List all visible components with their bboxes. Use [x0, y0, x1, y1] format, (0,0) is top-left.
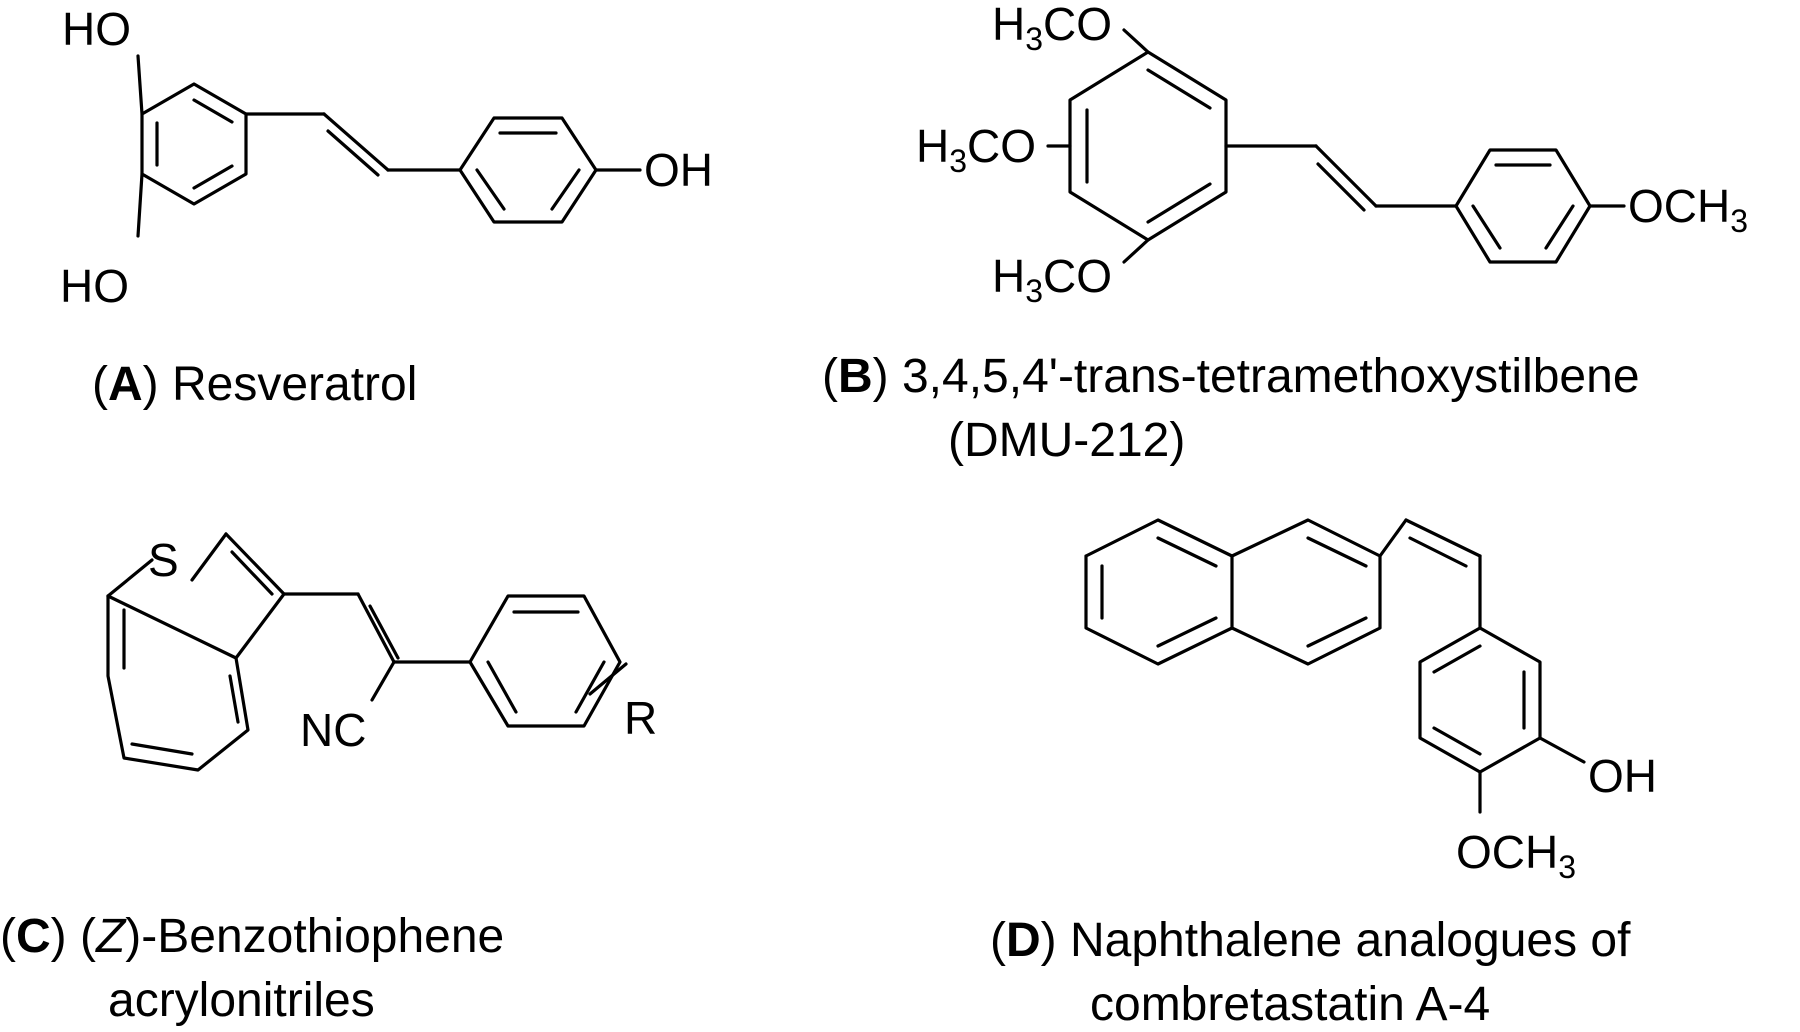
panel-b-ring-2-double-2 — [1544, 204, 1575, 250]
panel-d-naphthalene-ring-2 — [1230, 518, 1382, 666]
panel-d-vinyl-2 — [1404, 518, 1482, 558]
panel-c-thiophene-s-c7a — [106, 558, 154, 598]
panel-d-vinyl-2-double — [1408, 536, 1468, 568]
panel-c-thiophene-c2-c3-double — [230, 550, 274, 596]
panel-b-bonds — [1046, 28, 1626, 264]
panel-b-vinyl-2 — [1314, 144, 1378, 208]
panel-d-bonds — [1084, 518, 1586, 814]
panel-a-oh-bond-bottom — [136, 172, 144, 238]
panel-b-ring-2-double-3 — [1471, 204, 1502, 250]
panel-c-vinyl-2-double — [368, 604, 400, 660]
panel-a-atom-oh-right: OH — [644, 144, 713, 196]
panel-d-naphthalene-ring-1 — [1084, 518, 1234, 666]
panel-a-bonds — [136, 54, 642, 238]
panel-c-atom-s: S — [148, 534, 179, 586]
panel-c-thiophene-c2-c3 — [224, 532, 286, 596]
panel-d-ring-2-double-1 — [1306, 536, 1368, 568]
panel-c-phenyl-double-3 — [486, 660, 518, 714]
panel-d-aryl-double-3 — [1432, 644, 1482, 674]
panel-d-vinyl-1 — [1378, 518, 1408, 558]
panel-b-atom-och3-bottom: H3CO — [992, 250, 1112, 309]
panel-b-caption-line-1: 3,4,5,4'-trans-tetramethoxystilbene — [902, 350, 1640, 403]
panel-d-ring-2-double-2 — [1306, 616, 1368, 648]
panel-a-ring-1-double-1 — [192, 98, 234, 124]
panel-d-caption-line-2: combretastatin A-4 — [1090, 978, 1490, 1031]
panel-b-vinyl-2-double — [1316, 162, 1366, 212]
panel-b-atom-och3-mid: H3CO — [916, 120, 1036, 179]
panel-d-ring-1-double-2 — [1156, 616, 1218, 648]
panel-d-structure: OH OCH3 (D) Naphthalene analogues of com… — [990, 518, 1657, 1031]
panel-d-atoms: OH OCH3 — [1456, 750, 1657, 885]
panel-c-caption: (C) (Z)-Benzothiophene — [0, 910, 504, 963]
panel-c-r-bond — [588, 662, 628, 696]
panel-c-benzo-ring — [106, 594, 250, 772]
panel-c-atoms: S NC R — [148, 534, 657, 756]
panel-a-caption: (A) Resveratrol — [92, 358, 417, 411]
panel-a-ring-2-double-3 — [475, 168, 506, 211]
panel-d-aryl-ring — [1418, 626, 1542, 774]
panel-c-atom-nc: NC — [300, 704, 366, 756]
panel-b-ring-1-double-1 — [1146, 68, 1212, 110]
panel-c-phenyl-double-2 — [574, 660, 606, 714]
panel-c-atom-r: R — [624, 692, 657, 744]
panel-a-vinyl-2-double — [326, 129, 380, 177]
panel-b-ome-bond-top — [1122, 28, 1150, 54]
panel-d-caption-line-1: Naphthalene analogues of — [1070, 914, 1631, 967]
panel-c-bonds — [106, 532, 628, 772]
panel-c-vinyl-2 — [356, 592, 396, 664]
panel-a-atom-ho-top: HO — [62, 3, 131, 55]
panel-c-caption-line-2: acrylonitriles — [108, 974, 375, 1027]
panel-a-letter: A — [108, 358, 143, 411]
panel-c-benzo-double-1 — [228, 674, 240, 724]
panel-d-aryl-double-2 — [1432, 726, 1482, 756]
panel-b-atom-och3-right: OCH3 — [1628, 180, 1748, 239]
panel-a-ring-2-double-2 — [550, 168, 581, 211]
panel-d-caption: (D) Naphthalene analogues of — [990, 914, 1631, 967]
panel-c-structure: S NC R (C) (Z)-Benzothiophene acrylonitr… — [0, 532, 657, 1027]
panel-b-ring-1-double-2 — [1146, 182, 1212, 224]
panel-b-ome-bond-bottom — [1122, 238, 1150, 264]
panel-d-oh-bond — [1538, 736, 1586, 764]
panel-d-atom-oh: OH — [1588, 750, 1657, 802]
panel-c-benzo-double-2 — [130, 742, 194, 756]
panel-b-caption-line-2: (DMU-212) — [948, 414, 1185, 467]
panel-c-thiophene-s-c2 — [190, 532, 228, 582]
panel-b-atoms: H3CO H3CO H3CO OCH3 — [916, 0, 1748, 309]
panel-c-phenyl-ring — [468, 594, 622, 728]
panel-a-atom-ho-bottom: HO — [60, 260, 129, 312]
panel-b-ring-1 — [1068, 50, 1228, 242]
panel-d-ring-1-double-1 — [1156, 536, 1218, 568]
panel-b-letter: B — [838, 350, 873, 403]
panel-b-structure: H3CO H3CO H3CO OCH3 (B) 3,4,5,4'-trans-t… — [822, 0, 1748, 467]
panel-b-atom-och3-top: H3CO — [992, 0, 1112, 57]
panel-a-atoms: HO HO OH — [60, 3, 713, 312]
panel-c-cn-bond — [370, 660, 396, 702]
panel-a-structure: HO HO OH (A) Resveratrol — [60, 3, 713, 411]
panel-d-atom-och3: OCH3 — [1456, 826, 1576, 885]
panel-a-oh-bond-top — [136, 54, 144, 116]
panel-d-letter: D — [1006, 914, 1041, 967]
panel-c-letter: C — [16, 910, 51, 963]
panel-a-vinyl-2 — [322, 112, 390, 172]
panel-a-ring-1-double-2 — [192, 164, 234, 190]
panel-b-ring-2 — [1454, 148, 1592, 264]
panel-a-caption-line-1: Resveratrol — [172, 358, 417, 411]
panel-b-caption: (B) 3,4,5,4'-trans-tetramethoxystilbene — [822, 350, 1640, 403]
panel-c-thiophene-c3-c3a — [234, 592, 286, 660]
